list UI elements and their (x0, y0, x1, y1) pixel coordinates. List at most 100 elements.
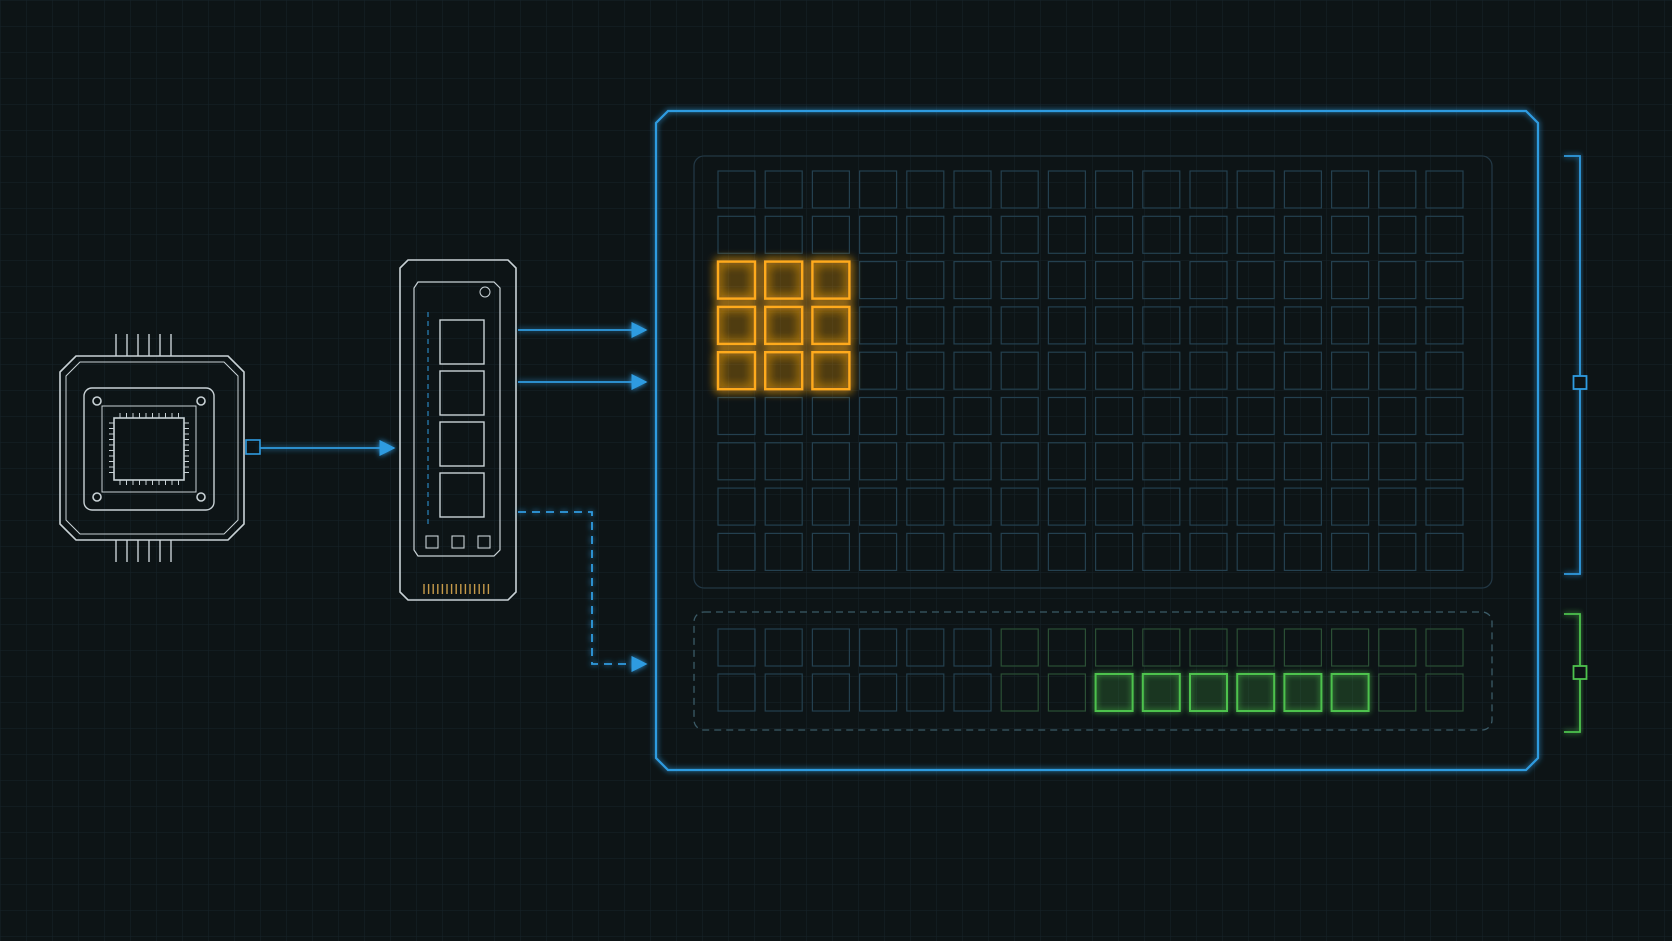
grid-cell (1378, 351, 1417, 390)
cpu-port (245, 439, 261, 455)
grid-cell (858, 215, 898, 254)
grid-cell (906, 442, 945, 481)
grid-cell (1425, 442, 1464, 481)
grid-cell (1283, 351, 1323, 390)
grid-cell (1047, 261, 1087, 300)
grid-cell (858, 351, 898, 390)
buffer-active-cell (1141, 673, 1181, 712)
grid-cell (1000, 532, 1039, 572)
grid-cell (1142, 306, 1181, 345)
grid-cell (764, 215, 803, 254)
cell-grid-icon (654, 109, 1540, 772)
buffer-cell (764, 628, 803, 667)
grid-cell (811, 396, 851, 436)
grid-cell (1283, 215, 1323, 254)
grid-cell (1189, 215, 1228, 254)
grid-cell (1425, 306, 1464, 345)
grid-cell (1000, 215, 1039, 254)
grid-cell (1000, 306, 1039, 345)
main-grid-bracket-handle (1572, 375, 1588, 390)
grid-cell (811, 487, 851, 526)
buffer-cell (1378, 673, 1417, 712)
buffer-cell (1047, 673, 1087, 712)
grid-cell (764, 532, 803, 572)
grid-cell (953, 396, 992, 436)
buffer-cell (858, 673, 898, 712)
edge-memory-to-buffer (518, 511, 648, 673)
grid-cell (1236, 215, 1275, 254)
buffer-active-cell (1283, 673, 1323, 712)
grid-cell (906, 261, 945, 300)
grid-cell (1236, 351, 1275, 390)
grid-cell (1094, 532, 1134, 572)
buffer-cell (906, 628, 945, 667)
buffer-cell (764, 673, 803, 712)
grid-cell (1330, 442, 1370, 481)
grid-cell (906, 170, 945, 209)
buffer-active-cell (1330, 673, 1370, 712)
grid-cell (1236, 306, 1275, 345)
grid-cell (1330, 396, 1370, 436)
grid-cell (811, 532, 851, 572)
grid-cell (1425, 396, 1464, 436)
grid-cell (1142, 487, 1181, 526)
grid-cell (953, 215, 992, 254)
buffer-grid (717, 628, 1464, 712)
grid-cell (953, 351, 992, 390)
grid-cell (1047, 532, 1087, 572)
grid-cell (906, 532, 945, 572)
buffer-bracket-handle (1572, 665, 1588, 680)
grid-cell (811, 442, 851, 481)
highlighted-cell (716, 305, 757, 346)
grid-cell (1094, 261, 1134, 300)
grid-cell (717, 396, 756, 436)
grid-cell (1425, 170, 1464, 209)
grid-cell (1094, 215, 1134, 254)
grid-cell (1047, 351, 1087, 390)
highlighted-cell (764, 260, 804, 300)
buffer-cell (1189, 628, 1228, 667)
grid-cell (1283, 306, 1323, 345)
processor-chip (59, 334, 261, 562)
grid-cell (1047, 396, 1087, 436)
grid-cell (1189, 261, 1228, 300)
grid-cell (858, 170, 898, 209)
grid-cell (1378, 532, 1417, 572)
main-grid (716, 170, 1464, 572)
memory-stick-icon (399, 259, 517, 601)
grid-cell (1047, 306, 1087, 345)
buffer-cell (717, 673, 756, 712)
grid-cell (717, 170, 756, 209)
grid-cell (1094, 442, 1134, 481)
grid-cell (953, 487, 992, 526)
memory-block (439, 421, 485, 467)
connector-edges (260, 321, 648, 673)
buffer-cell (811, 628, 851, 667)
grid-cell (717, 442, 756, 481)
grid-cell (1189, 442, 1228, 481)
grid-cell (1189, 351, 1228, 390)
memory-module (399, 259, 517, 601)
grid-cell (953, 532, 992, 572)
grid-cell (1283, 396, 1323, 436)
buffer-active-cell (1094, 673, 1134, 712)
buffer-cell (717, 628, 756, 667)
grid-cell (1378, 306, 1417, 345)
grid-cell (764, 396, 803, 436)
grid-cell (1283, 170, 1323, 209)
grid-cell (953, 261, 992, 300)
buffer-cell (1047, 628, 1087, 667)
grid-cell (1047, 487, 1087, 526)
grid-cell (1283, 261, 1323, 300)
buffer-cell (858, 628, 898, 667)
grid-cell (1236, 170, 1275, 209)
grid-cell (1000, 261, 1039, 300)
memory-block (439, 319, 485, 365)
grid-cell (1378, 396, 1417, 436)
grid-cell (1189, 170, 1228, 209)
grid-cell (1189, 532, 1228, 572)
highlighted-cell (811, 351, 851, 391)
grid-cell (1330, 170, 1370, 209)
